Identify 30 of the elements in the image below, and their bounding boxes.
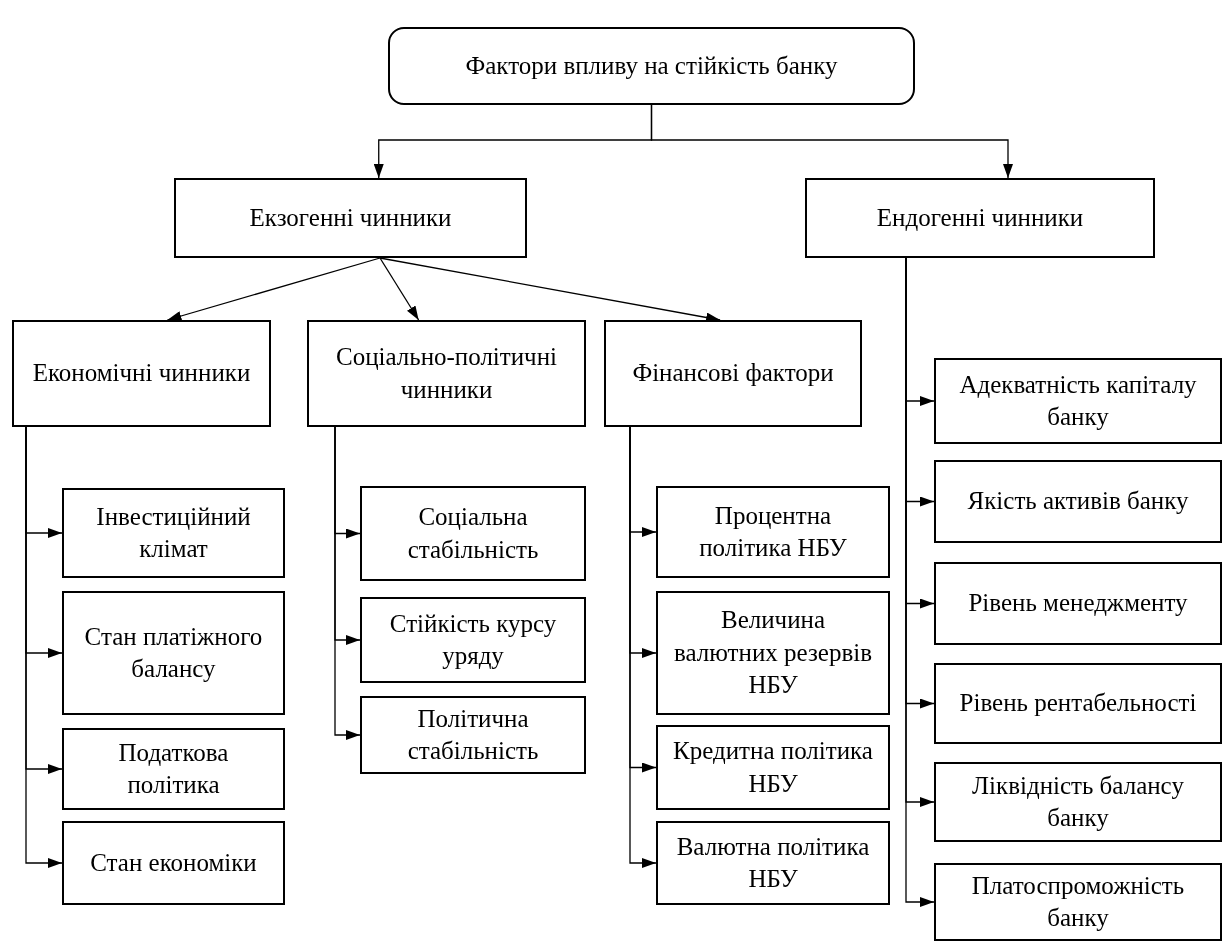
factor-box: Соціальна стабільність — [360, 486, 586, 581]
factor-box: Ендогенні чинники — [805, 178, 1155, 258]
arrow — [334, 426, 361, 740]
title-box: Фактори впливу на стійкість банку — [388, 27, 915, 105]
factor-box: Адекватність капіталу банку — [934, 358, 1222, 444]
arrow — [25, 426, 63, 868]
arrow — [166, 257, 381, 321]
factor-box: Соціально-політичні чинники — [307, 320, 586, 427]
arrow — [379, 257, 721, 323]
factor-box: Стан економіки — [62, 821, 285, 905]
factor-box: Процентна політика НБУ — [656, 486, 890, 578]
arrow — [629, 426, 657, 868]
factor-box: Рівень рентабельності — [934, 663, 1222, 744]
factor-box: Рівень менеджменту — [934, 562, 1222, 645]
factor-box: Податкова політика — [62, 728, 285, 810]
factor-box: Стан платіжного балансу — [62, 591, 285, 715]
factor-box: Стійкість курсу уряду — [360, 597, 586, 683]
factor-box: Якість активів банку — [934, 460, 1222, 543]
factor-box: Економічні чинники — [12, 320, 271, 427]
factor-box: Величина валютних резервів НБУ — [656, 591, 890, 715]
factor-box: Фінансові фактори — [604, 320, 862, 427]
factor-box: Валютна політика НБУ — [656, 821, 890, 905]
factor-box: Екзогенні чинники — [174, 178, 527, 258]
arrow — [650, 104, 1013, 179]
arrow — [379, 257, 420, 321]
factor-box: Кредитна політика НБУ — [656, 725, 890, 810]
factor-box: Платоспроможність банку — [934, 863, 1222, 941]
factor-box: Інвестиційний клімат — [62, 488, 285, 578]
factor-box: Політична стабільність — [360, 696, 586, 774]
factor-box: Ліквідність балансу банку — [934, 762, 1222, 842]
